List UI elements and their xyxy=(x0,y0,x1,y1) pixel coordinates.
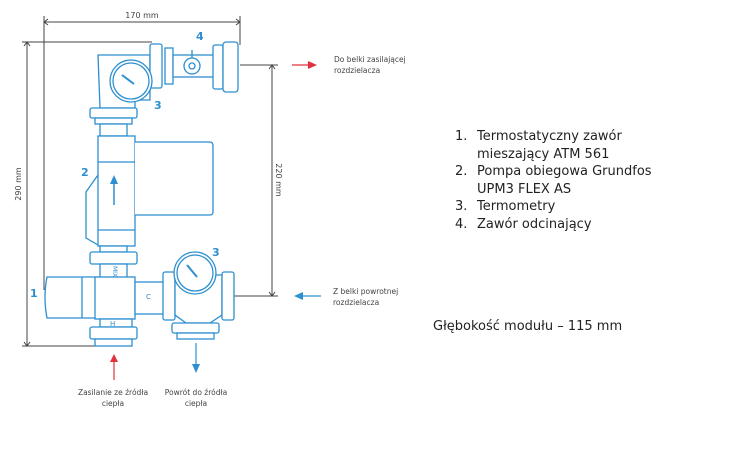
callout-3-bottom: 3 xyxy=(212,246,220,259)
from-return-beam-line1: Z belki powrotnej xyxy=(333,287,398,296)
supply-from-source-line2: ciepła xyxy=(102,399,124,408)
pump-flow-arrow-icon xyxy=(110,175,118,205)
module-drawing xyxy=(44,41,239,347)
hot-port-mark: H xyxy=(110,320,115,328)
return-to-source-line1: Powrót do źródła xyxy=(165,388,227,397)
height-dimension: 290 mm xyxy=(14,167,23,201)
callout-4: 4 xyxy=(196,30,204,43)
legend-item: 3.Termometry xyxy=(455,199,556,214)
to-supply-beam-line1: Do belki zasilającej xyxy=(334,55,406,64)
arrow-down-icon xyxy=(192,343,200,373)
supply-from-source-line1: Zasilanie ze źródła xyxy=(78,388,148,397)
to-supply-beam-line2: rozdzielacza xyxy=(334,66,380,75)
arrow-left-icon xyxy=(294,292,321,300)
arrow-right-icon xyxy=(292,61,317,69)
mix-port-mark: MIX xyxy=(111,266,118,277)
return-to-source-line2: ciepła xyxy=(185,399,207,408)
legend-item: 4.Zawór odcinający xyxy=(455,216,592,232)
dimension-lines xyxy=(22,16,278,347)
arrow-up-icon xyxy=(110,354,118,380)
inner-height-dimension: 220 mm xyxy=(274,163,283,197)
callout-1: 1 xyxy=(30,287,38,300)
cold-port-mark: C xyxy=(146,293,151,301)
callout-2: 2 xyxy=(81,166,89,179)
from-return-beam-line2: rozdzielacza xyxy=(333,298,379,307)
module-depth-note: Głębokość modułu – 115 mm xyxy=(433,319,623,334)
width-dimension: 170 mm xyxy=(125,11,159,20)
callout-3-top: 3 xyxy=(154,99,162,112)
